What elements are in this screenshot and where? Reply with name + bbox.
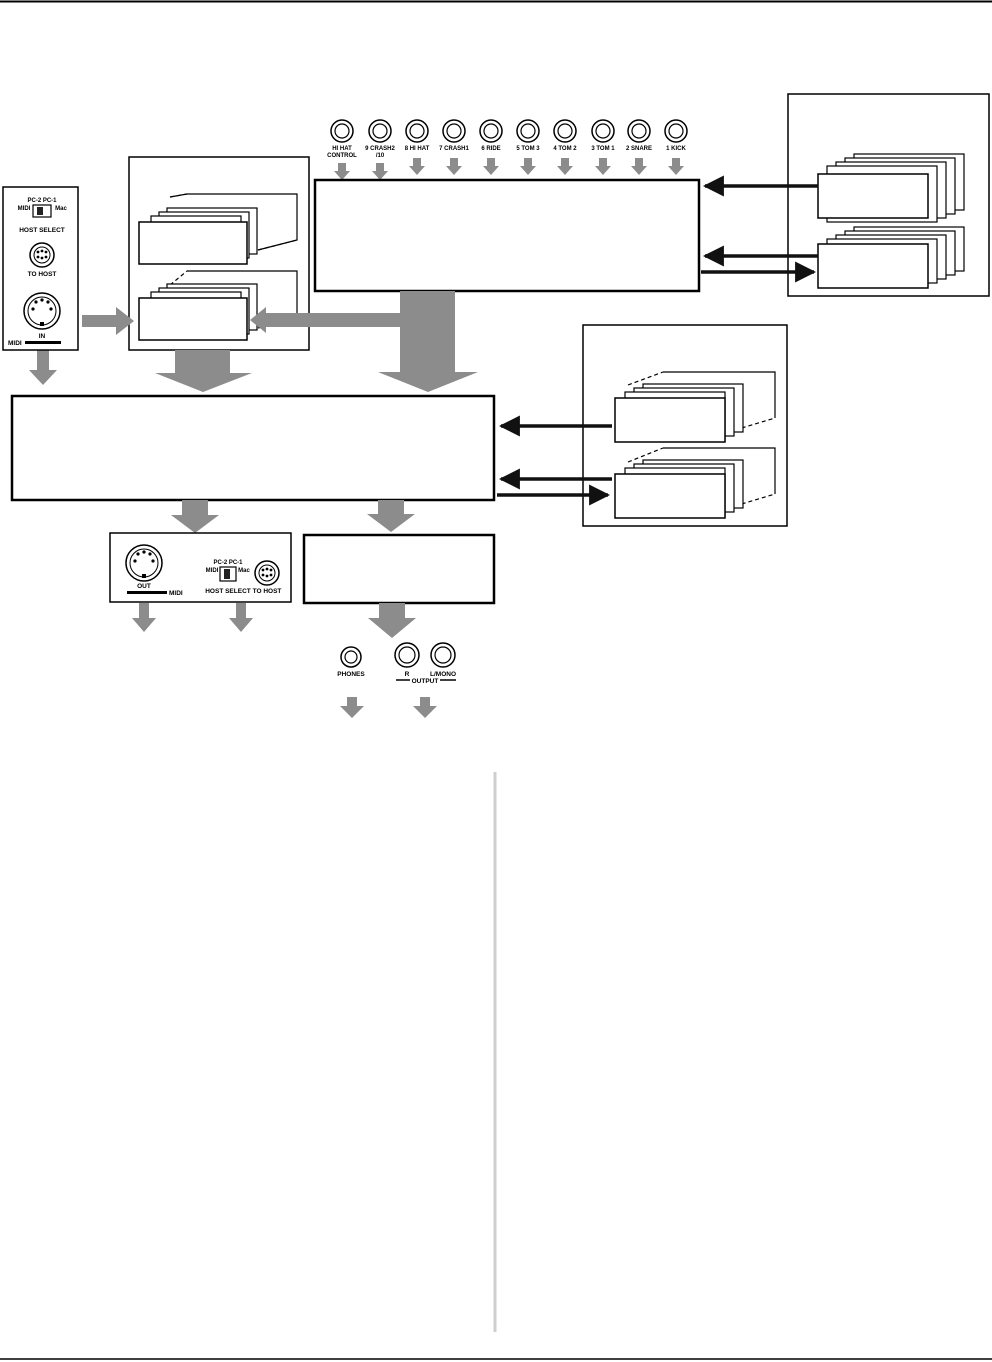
out-switch-top-label: PC-2 PC-1	[213, 560, 243, 566]
pad-label-kick: 1 KICK	[666, 146, 686, 152]
pad-arrow-hihat-control	[334, 163, 350, 180]
pad-jack-ride[interactable]	[479, 119, 503, 143]
pad-label-crash2-line2: /10	[376, 153, 385, 159]
in-host-select-label: HOST SELECT	[19, 227, 65, 234]
arrow-midi-to-memory	[82, 307, 134, 335]
pad-jack-tom3[interactable]	[516, 119, 540, 143]
pad-arrow-kick	[668, 158, 684, 175]
out-host-select-label: HOST SELECT	[205, 588, 251, 595]
pad-arrow-ride	[483, 158, 499, 175]
arrow-main-to-midi-out	[171, 500, 219, 533]
arrow-trigger-to-main	[378, 291, 478, 392]
pad-label-tom2: 4 TOM 2	[553, 146, 577, 152]
pad-arrow-tom2	[557, 158, 573, 175]
pad-label-crash2: 9 CRASH2	[365, 146, 395, 152]
in-midi-label: MIDI	[8, 340, 22, 347]
trigger-block	[313, 178, 701, 293]
main-processing-block	[10, 394, 496, 502]
out-midi-label: MIDI	[169, 590, 183, 597]
pad-label-hihat-control-line2: CONTROL	[327, 153, 357, 159]
audio-output-jacks: PHONES R L/MONO OUTPUT	[337, 642, 456, 685]
pad-jack-hihat[interactable]	[405, 119, 429, 143]
arrow-main-to-output	[367, 500, 415, 532]
midi-out-label: OUT	[137, 583, 151, 590]
pad-arrow-crash2	[372, 163, 388, 180]
pad-jack-hihat-control[interactable]	[330, 119, 354, 143]
memory-stack-right-upper	[614, 371, 776, 443]
memory-stack-mid-upper	[138, 193, 298, 265]
arrow-midi-out-left	[132, 603, 156, 632]
pad-jack-tom1[interactable]	[591, 119, 615, 143]
midi-out-connector[interactable]	[125, 544, 163, 582]
memory-stack-right-lower	[614, 447, 776, 519]
phones-jack[interactable]	[340, 646, 362, 668]
arrow-phones-out	[340, 697, 364, 718]
pad-label-hihat: 8 HI HAT	[405, 146, 430, 152]
output-r-jack[interactable]	[394, 642, 420, 668]
pad-label-tom1: 3 TOM 1	[591, 146, 615, 152]
midi-in-connector[interactable]	[23, 292, 61, 330]
out-switch-left-label: MIDI	[206, 568, 219, 574]
arrow-midi-out-right	[229, 603, 253, 632]
arrow-output-to-jacks	[368, 603, 416, 638]
pad-jack-crash2[interactable]	[368, 119, 392, 143]
out-switch-right-label: Mac	[238, 568, 250, 574]
in-to-host-label: TO HOST	[28, 271, 57, 278]
output-label: OUTPUT	[412, 678, 439, 685]
midi-in-panel: PC-2 PC-1 MIDI Mac HOST SELECT TO HOST I…	[2, 186, 79, 351]
memory-stack-upper	[817, 153, 965, 223]
out-to-host-label: TO HOST	[253, 588, 282, 595]
in-switch-right-label: Mac	[55, 206, 67, 212]
in-switch-top-label: PC-2 PC-1	[27, 198, 57, 204]
arrow-trigger-to-memory	[250, 307, 400, 333]
pad-jack-kick[interactable]	[664, 119, 688, 143]
pad-arrow-tom1	[595, 158, 611, 175]
output-block	[302, 533, 496, 605]
memory-stack-mid-lower	[138, 270, 298, 341]
external-memory-box-middle	[582, 324, 788, 527]
pad-jack-tom2[interactable]	[553, 119, 577, 143]
flow-arrows	[29, 291, 478, 718]
midi-out-panel: OUT MIDI PC-2 PC-1 MIDI Mac HOST SELECT …	[109, 532, 292, 603]
pad-arrow-crash1	[446, 158, 462, 175]
pad-arrow-snare	[631, 158, 647, 175]
pad-arrow-hihat	[409, 158, 425, 175]
output-lmono-jack[interactable]	[430, 642, 456, 668]
pad-label-snare: 2 SNARE	[626, 146, 652, 152]
arrow-memory-to-main	[155, 350, 252, 392]
pad-arrow-tom3	[520, 158, 536, 175]
pad-label-ride: 6 RIDE	[481, 146, 500, 152]
pad-jack-snare[interactable]	[627, 119, 651, 143]
pad-jack-crash1[interactable]	[442, 119, 466, 143]
memory-stack-lower	[817, 226, 965, 289]
in-to-host-connector[interactable]	[29, 242, 55, 268]
phones-label: PHONES	[337, 671, 365, 678]
pad-label-crash1: 7 CRASH1	[439, 146, 469, 152]
output-r-label: R	[405, 671, 410, 678]
pad-label-hihat-control: HI HAT	[332, 146, 352, 152]
out-to-host-connector[interactable]	[254, 560, 280, 586]
external-memory-box-top	[787, 93, 990, 297]
arrow-midi-to-main	[29, 350, 57, 385]
output-lmono-label: L/MONO	[430, 671, 456, 678]
midi-in-label: IN	[39, 333, 46, 340]
pad-label-tom3: 5 TOM 3	[516, 146, 540, 152]
in-switch-left-label: MIDI	[18, 206, 31, 212]
arrow-output-out	[413, 697, 437, 718]
